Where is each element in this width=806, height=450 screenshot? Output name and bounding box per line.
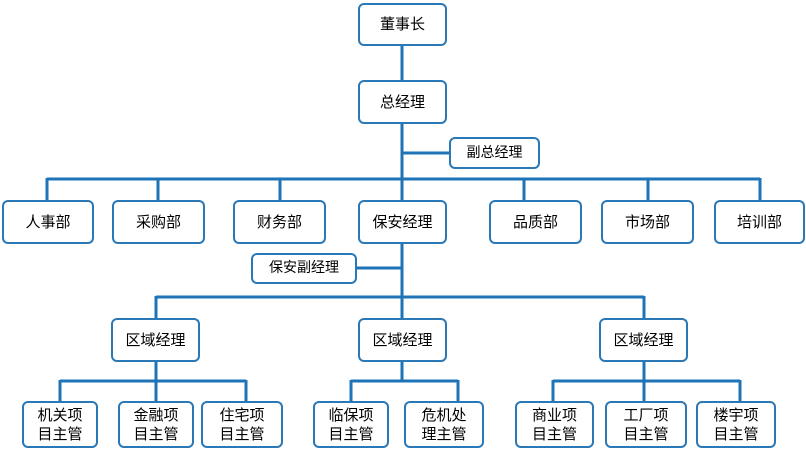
regional-manager-box-2: 区域经理: [358, 318, 447, 362]
deputy-general-manager-box: 副总经理: [449, 137, 540, 169]
dept-hr-box: 人事部: [2, 200, 94, 244]
regional-manager-box-1: 区域经理: [111, 318, 200, 362]
dept-finance-box: 财务部: [233, 200, 326, 244]
regional-manager-box-3: 区域经理: [599, 318, 688, 362]
chairman-box: 董事长: [358, 3, 447, 46]
security-manager-box: 保安经理: [358, 200, 447, 244]
general-manager-box: 总经理: [358, 80, 447, 124]
dept-procurement-box: 采购部: [112, 200, 205, 244]
security-deputy-manager-box: 保安副经理: [251, 253, 357, 284]
supervisor-finance-box: 金融项 目主管: [118, 401, 194, 448]
dept-training-box: 培训部: [714, 200, 805, 244]
dept-quality-box: 品质部: [489, 200, 582, 244]
dept-marketing-box: 市场部: [601, 200, 694, 244]
supervisor-residential-box: 住宅项 目主管: [201, 401, 283, 448]
supervisor-factory-box: 工厂项 目主管: [605, 401, 687, 448]
supervisor-commercial-box: 商业项 目主管: [515, 401, 594, 448]
supervisor-government-box: 机关项 目主管: [22, 401, 98, 448]
supervisor-building-box: 楼宇项 目主管: [696, 401, 776, 448]
supervisor-crisis-box: 危机处 理主管: [404, 401, 484, 448]
supervisor-temporary-box: 临保项 目主管: [313, 401, 389, 448]
